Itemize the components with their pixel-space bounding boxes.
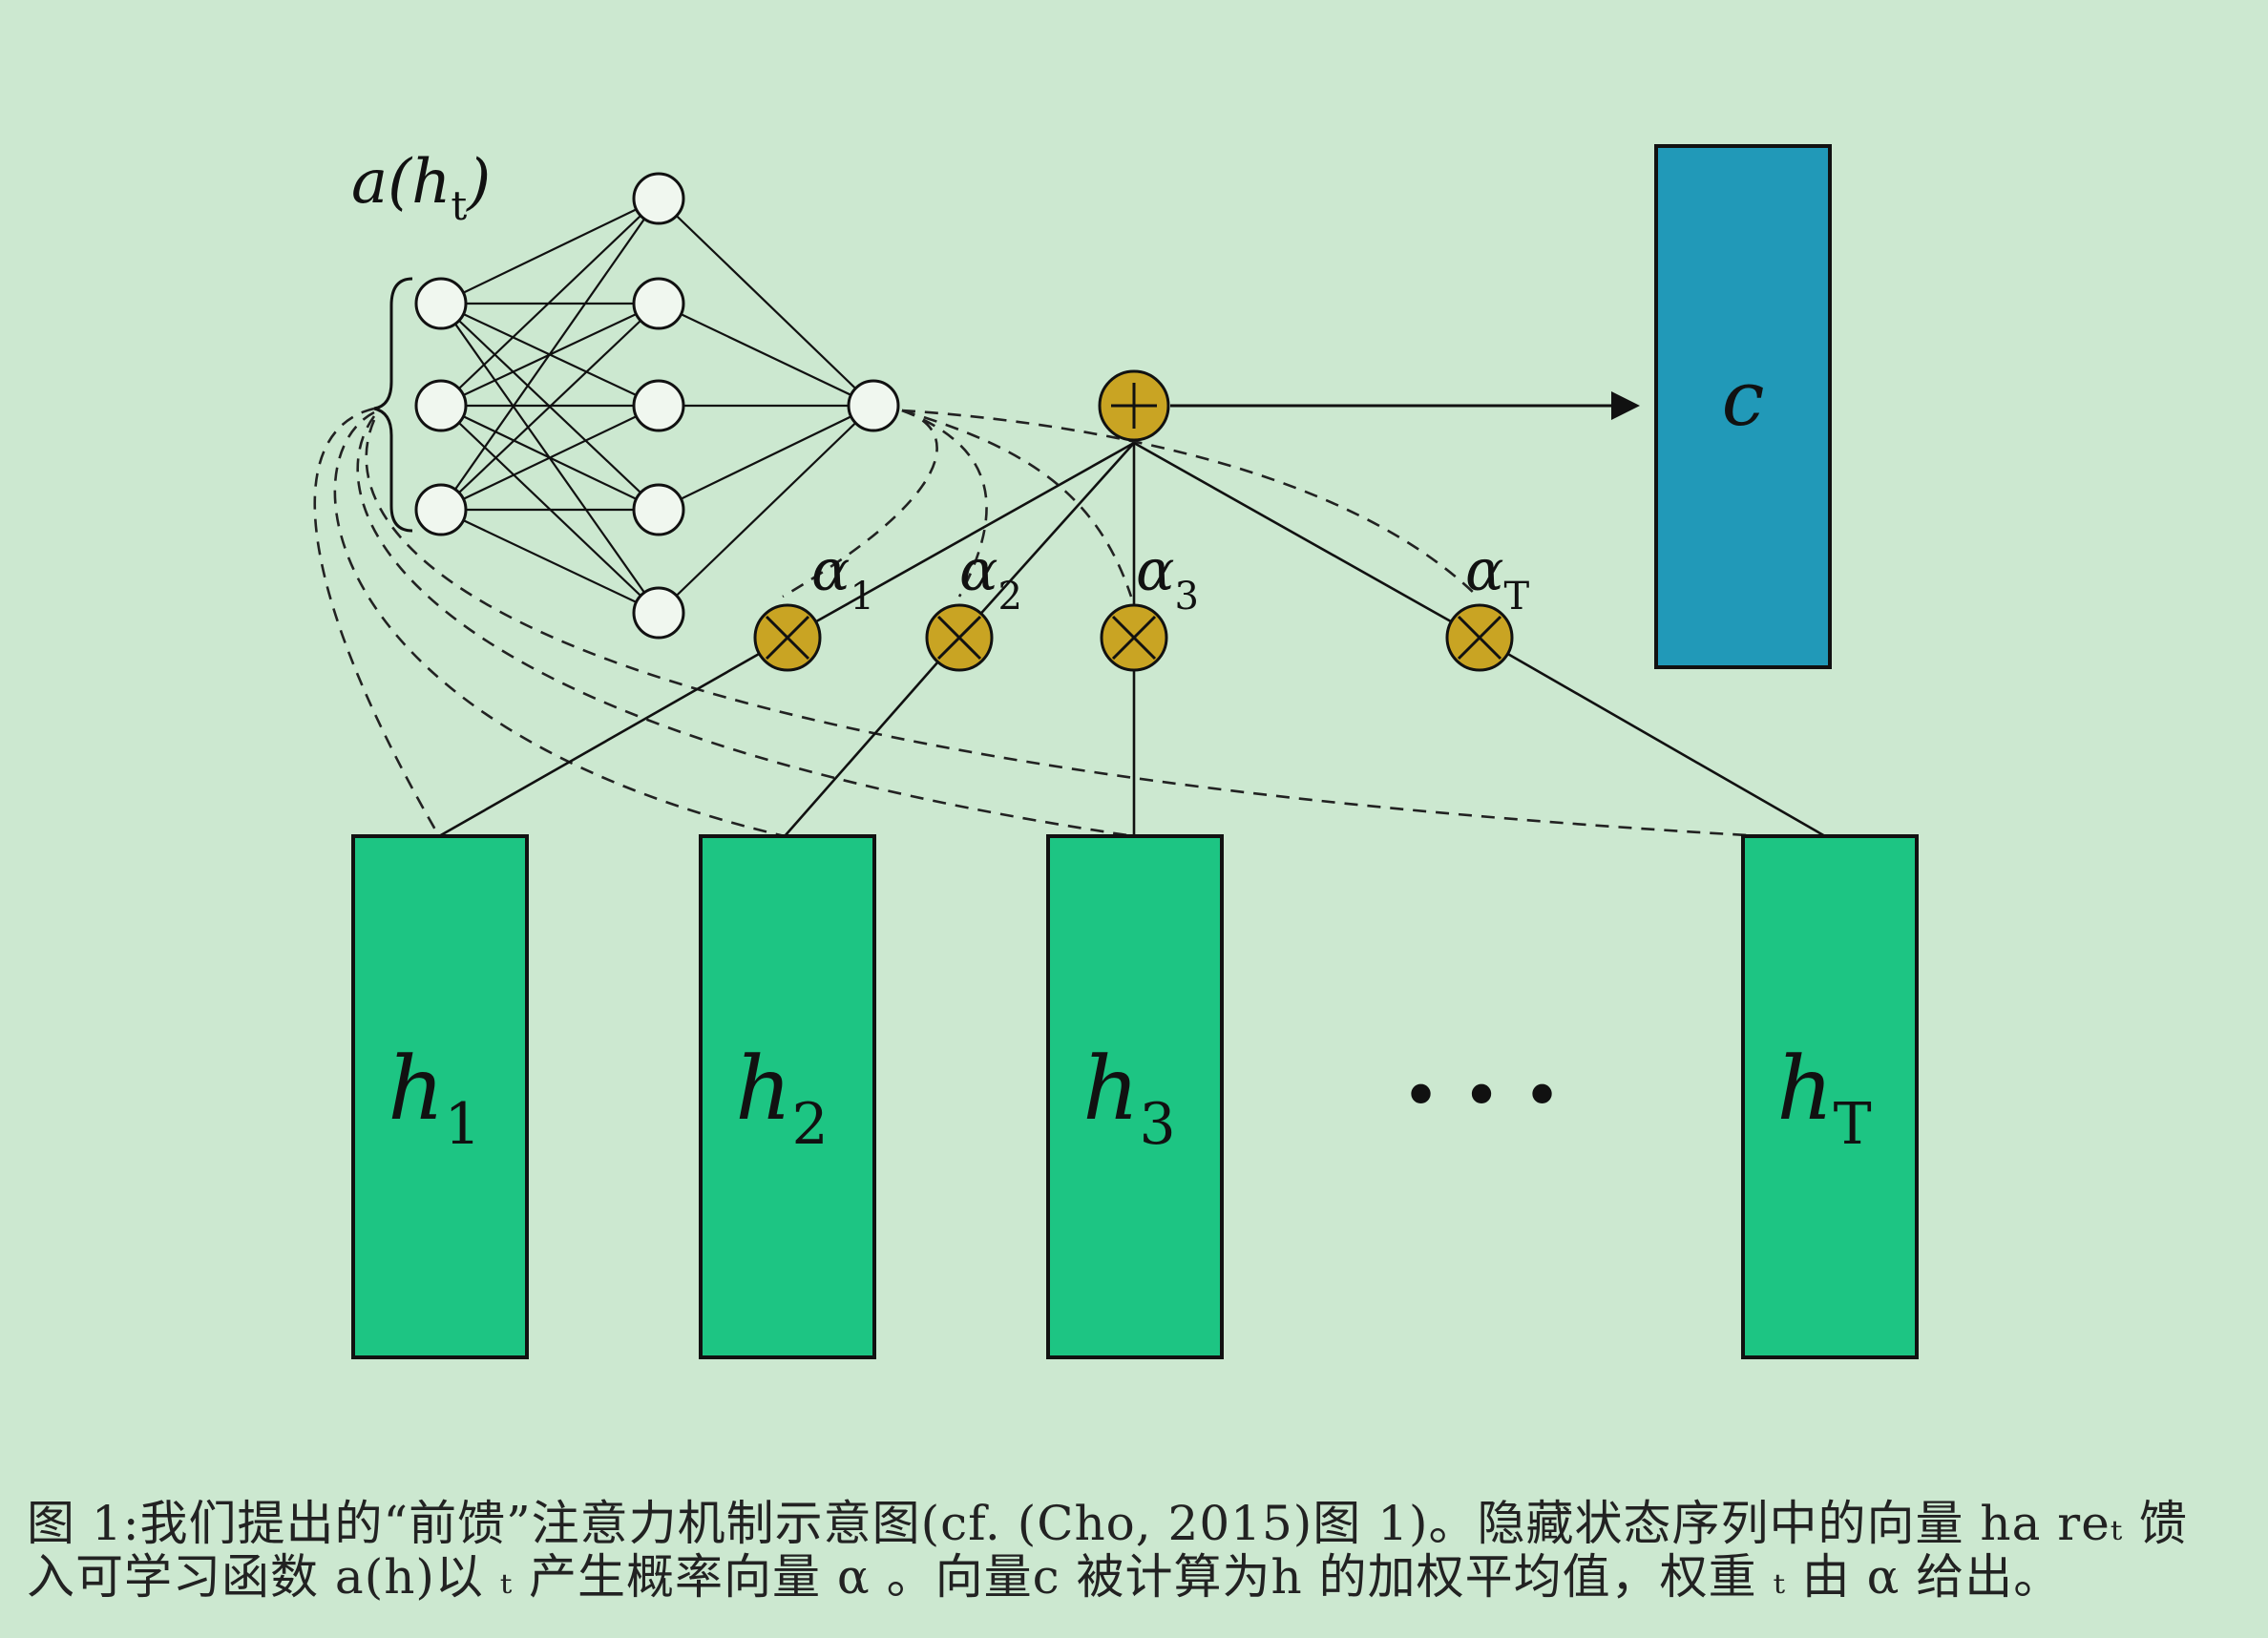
context-vector	[1654, 144, 1832, 669]
alpha-label-1: α1	[811, 537, 874, 619]
network-node	[414, 379, 468, 432]
network-node	[414, 483, 468, 536]
function-label: a(ht)	[351, 147, 491, 229]
hidden-state-h1: h1	[351, 834, 529, 1359]
svg-text:h3: h3	[1082, 1038, 1175, 1158]
hidden-state-h2: h2	[699, 834, 876, 1359]
network-node	[632, 277, 685, 330]
hidden-state-hT: hT	[1741, 834, 1919, 1359]
figure-caption: 图 1:我们提出的“前馈”注意力机制示意图(cf. (Cho, 2015)图 1…	[27, 1497, 2251, 1604]
sum-operator	[1098, 369, 1170, 442]
svg-text:h1: h1	[388, 1038, 480, 1158]
alpha-label-2: α2	[959, 537, 1022, 619]
network-node	[632, 483, 685, 536]
caption-line-2: 入可学习函数 a(h)以 ₜ 产生概率向量 α 。向量c 被计算为h 的加权平均…	[27, 1549, 2063, 1605]
attention-diagram: a(ht) c α1 α2 α3	[313, 144, 1919, 1359]
network-node	[632, 379, 685, 432]
network-node	[632, 172, 685, 225]
svg-text:hT: hT	[1776, 1038, 1871, 1158]
multiply-operator	[1445, 603, 1514, 672]
network-edges	[440, 198, 874, 614]
input-brace	[373, 277, 413, 533]
ellipsis: • • •	[1401, 1057, 1562, 1135]
svg-text:h2: h2	[735, 1038, 828, 1158]
hidden-state-h3: h3	[1046, 834, 1224, 1359]
multiply-operator	[1100, 603, 1168, 672]
multiply-operator	[753, 603, 822, 672]
attention-dashed-links	[313, 407, 1765, 838]
context-label: c	[1722, 354, 1765, 443]
alpha-label-T: αT	[1465, 537, 1530, 619]
weight-lines	[438, 441, 1826, 838]
network-node	[632, 586, 685, 640]
network-node	[847, 379, 900, 432]
alpha-label-3: α3	[1136, 537, 1199, 619]
multiply-operator	[925, 603, 994, 672]
network-nodes	[414, 172, 900, 640]
network-node	[414, 277, 468, 330]
caption-line-1: 图 1:我们提出的“前馈”注意力机制示意图(cf. (Cho, 2015)图 1…	[27, 1496, 2189, 1551]
